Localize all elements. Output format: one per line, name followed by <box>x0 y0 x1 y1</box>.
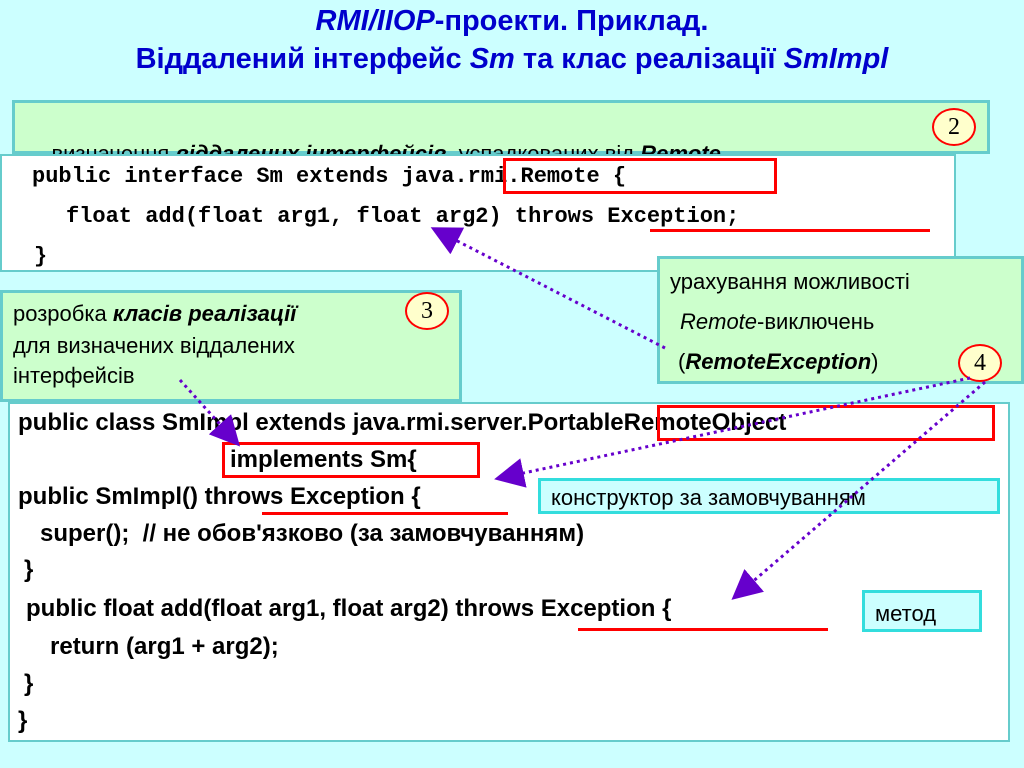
iface-l1a: public interface Sm extends <box>32 164 402 189</box>
note3-a: розробка <box>13 301 113 326</box>
note3-line-1: розробка класів реалізації <box>13 301 296 327</box>
iface-l1b: java.rmi.Remote <box>401 164 613 189</box>
title-line1-rest: -проекти. Приклад. <box>434 5 709 37</box>
slide-title-line-1: RMI/IIOP-проекти. Приклад. <box>0 2 1024 40</box>
note4-l2a: Remote <box>680 309 758 334</box>
label-constructor-text: конструктор за замовчуванням <box>551 485 866 510</box>
impl-l6a: public float add(float arg1, float arg2) <box>26 595 456 622</box>
note4-l3b: RemoteException <box>685 349 872 374</box>
iface-l2b: throws Exception; <box>514 204 740 229</box>
highlight-implements-sm <box>222 442 480 478</box>
title-sm: Sm <box>469 43 515 75</box>
iface-line-1: public interface Sm extends java.rmi.Rem… <box>32 164 626 189</box>
label-constructor: конструктор за замовчуванням <box>538 478 1000 514</box>
note4-l2b: -виключень <box>757 309 875 334</box>
note3-b: класів реалізації <box>112 301 297 326</box>
label-method-text: метод <box>875 601 937 626</box>
impl-line-9: } <box>18 707 28 734</box>
iface-line-3: } <box>34 244 48 269</box>
title-rmi-iiop: RMI/IIOP <box>315 5 435 37</box>
highlight-java-rmi-remote <box>503 158 777 194</box>
impl-line-7: return (arg1 + arg2); <box>50 633 279 660</box>
note4-l3a: ( <box>678 349 686 374</box>
impl-line-8: } <box>24 670 34 697</box>
iface-l1c: { <box>612 164 627 189</box>
impl-l3c: { <box>404 483 421 510</box>
badge-2: 2 <box>932 108 976 146</box>
implementation-code-box <box>8 402 1010 742</box>
underline-throws-ctor <box>262 512 508 515</box>
note3-line-3: інтерфейсів <box>13 363 135 388</box>
title-line2-a: Віддалений інтерфейс <box>135 43 470 75</box>
highlight-portable-remote-object <box>657 405 995 441</box>
note4-line-2: Remote-виключень <box>680 309 874 335</box>
impl-l3b: throws Exception <box>204 483 405 510</box>
note3-line-2: для визначених віддалених <box>13 333 295 358</box>
iface-line-2: float add(float arg1, float arg2) throws… <box>66 204 739 229</box>
iface-l2a: float add(float arg1, float arg2) <box>66 204 515 229</box>
impl-line-6: public float add(float arg1, float arg2)… <box>26 595 671 623</box>
impl-l6b: throws Exception <box>455 595 656 622</box>
title-smimpl: SmImpl <box>783 43 889 75</box>
impl-line-4: super(); // не обов'язково (за замовчува… <box>40 520 585 547</box>
impl-line-2: implements Sm{ <box>230 446 417 473</box>
impl-l3a: public SmImpl() <box>18 483 205 510</box>
badge-4: 4 <box>958 344 1002 382</box>
note4-line-1: урахування можливості <box>670 269 910 294</box>
impl-l1a: public class SmImpl extends java.rmi.ser… <box>18 409 528 436</box>
title-line2-b: та клас реалізації <box>514 43 784 75</box>
note4-l3c: ) <box>871 349 879 374</box>
impl-l6c: { <box>655 595 672 622</box>
label-method: метод <box>862 590 982 632</box>
badge-3: 3 <box>405 292 449 330</box>
note-remote-interfaces: визначення віддалених інтерфейсів, успад… <box>12 100 990 166</box>
underline-throws-method <box>578 628 828 631</box>
impl-line-3: public SmImpl() throws Exception { <box>18 483 421 511</box>
note-implementation-classes: розробка класів реалізації для визначени… <box>0 290 462 402</box>
underline-throws-iface <box>650 229 930 232</box>
note4-line-3: (RemoteException) <box>678 349 878 375</box>
slide-title-line-2: Віддалений інтерфейс Sm та клас реалізац… <box>0 40 1024 78</box>
impl-line-5: } <box>24 556 34 583</box>
